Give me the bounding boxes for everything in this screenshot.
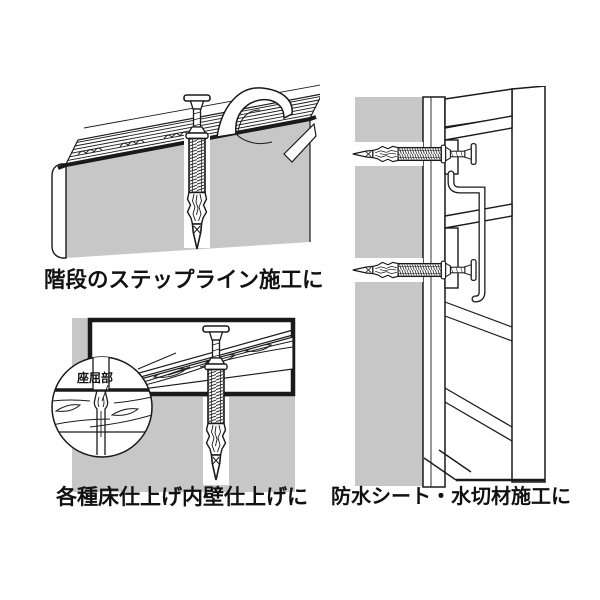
bracket-arm <box>444 115 513 141</box>
magnified-sleeve <box>92 357 110 391</box>
panel-bend-lines <box>444 301 513 442</box>
magnified-buckled-pin <box>93 389 109 455</box>
stair-illustration <box>51 84 320 259</box>
waterproof-sheet <box>422 96 446 488</box>
drip-hook <box>447 170 486 303</box>
outer-panel <box>511 86 546 483</box>
inset-leader-line <box>137 352 177 370</box>
bottom-foot <box>423 449 545 482</box>
magnifier-inset: 座屈部 <box>51 356 153 458</box>
flashing-profile <box>423 88 545 482</box>
anti-slip-serrations <box>77 131 189 156</box>
rolled-step-line-sheet <box>216 87 317 163</box>
bracket-stem <box>444 227 459 289</box>
nosing-profile <box>51 163 67 259</box>
stair-caption: 階段のステップライン施工に <box>44 268 324 292</box>
flashing-illustration <box>352 86 546 488</box>
floor-illustration: 座屈部 <box>51 317 296 492</box>
flashing-caption: 防水シート・水切材施工に <box>331 486 571 508</box>
label-leader-line <box>101 384 109 402</box>
inset-label: 座屈部 <box>76 370 113 385</box>
floor-caption: 各種床仕上げ内壁仕上げに <box>56 486 308 509</box>
